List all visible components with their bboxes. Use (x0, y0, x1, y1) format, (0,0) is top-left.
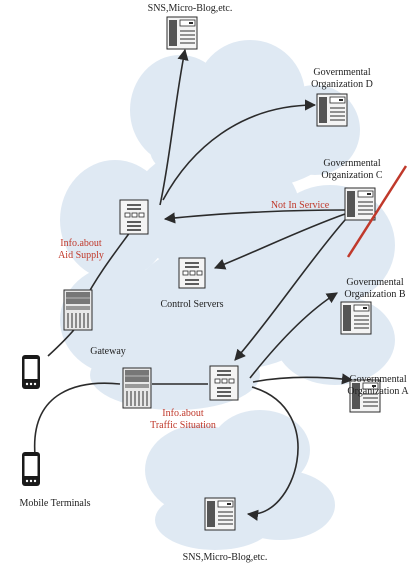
connections (33, 48, 354, 521)
link-router-upper-to-org-d (162, 99, 317, 201)
link-router-upper-to-sns-top (159, 48, 189, 206)
control-server-icon (178, 257, 206, 289)
cloud-bottom (145, 410, 335, 550)
traffic-label-line1: Info.about (162, 408, 204, 419)
org-d-label-line1: Governmental (313, 67, 370, 78)
traffic-label-line2: Traffic Situation (150, 420, 216, 431)
link-phone-lower-to-router-lower (33, 382, 121, 456)
link-org-c-to-router-upper (163, 209, 346, 224)
org-c-label-line2: Organization C (321, 170, 383, 181)
out-of-service-strike (346, 165, 408, 258)
sns-top-label: SNS,Micro-Blog,etc. (148, 3, 233, 14)
org-b-label-line1: Governmental (346, 277, 403, 288)
sns-bottom-label: SNS,Micro-Blog,etc. (183, 552, 268, 563)
gateway-icon (122, 367, 152, 409)
link-org-c-to-router-lower (234, 219, 346, 361)
gateway-label: Gateway (90, 346, 126, 357)
control-servers-label: Control Servers (160, 299, 223, 310)
router-icon (209, 365, 239, 401)
server-icon (316, 93, 348, 127)
aid-supply-label-line2: Aid Supply (58, 250, 104, 261)
org-d-label-line2: Organization D (311, 79, 373, 90)
gateway-icon (63, 289, 93, 331)
org-a-label-line1: Governmental (349, 374, 406, 385)
server-icon (204, 497, 236, 531)
mobile-terminals-label: Mobile Terminals (19, 498, 90, 509)
link-org-c-to-control (213, 213, 346, 270)
link-router-lower-to-org-a (252, 373, 354, 385)
server-icon (344, 187, 376, 221)
org-b-label-line2: Organization B (344, 289, 406, 300)
org-c-label-line1: Governmental (323, 158, 380, 169)
router-icon (119, 199, 149, 235)
link-router-lower-to-sns-bottom (246, 386, 299, 521)
org-a-label-line2: Organization A (347, 386, 409, 397)
server-icon (340, 301, 372, 335)
mobile-phone-icon (22, 355, 40, 389)
not-in-service-label: Not In Service (271, 200, 330, 211)
mobile-phone-icon (22, 452, 40, 486)
link-router-lower-to-org-b (249, 292, 338, 379)
aid-supply-label-line1: Info.about (60, 238, 102, 249)
server-icon (166, 16, 198, 50)
